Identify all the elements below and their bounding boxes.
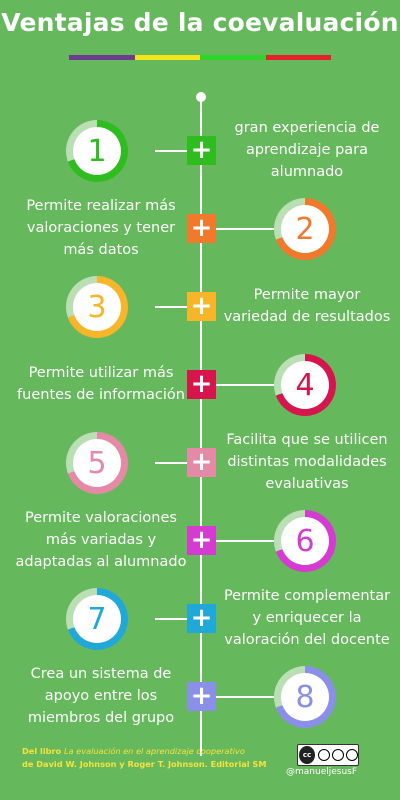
source-citation: Del libro La evaluación en el aprendizaj… [22,745,282,771]
color-bar [69,55,331,60]
author-handle: @manueljesusF [286,767,358,777]
item-description: gran experiencia de aprendizaje para alu… [234,120,380,180]
timeline-axis [200,96,202,756]
color-bar-segment [200,55,266,60]
timeline-item-2: 2 + Permite realizar más valoraciones y te… [0,188,400,268]
item-number: 8 [281,673,329,721]
timeline-item-5: 5 + Facilita que se utilicen distintas mod… [0,422,400,502]
plus-icon: + [187,448,216,477]
timeline-item-4: 4 +Permite utilizar más fuentes de inform… [0,344,400,424]
item-number: 1 [73,127,121,175]
connector-line [216,384,274,386]
item-number: 3 [73,283,121,331]
timeline-axis-start-dot [196,92,206,102]
creative-commons-license-badge: cc [297,744,359,766]
number-circle: 4 [274,354,336,416]
item-description: Permite utilizar más fuentes de informac… [17,365,185,403]
timeline-item-8: 8 + Crea un sistema de apoyo entre los mie… [0,656,400,736]
number-circle: 5 [66,432,128,494]
plus-icon: + [187,526,216,555]
number-circle: 1 [66,120,128,182]
source-prefix: Del libro [22,746,64,756]
sa-icon [346,749,358,761]
number-circle: 2 [274,198,336,260]
timeline-item-1: 1 + gran experiencia de aprendizaje para a… [0,110,400,190]
item-description: Permite realizar más valoraciones y tene… [26,198,176,258]
by-icon [318,749,330,761]
item-number: 5 [73,439,121,487]
plus-icon: + [187,604,216,633]
connector-line [155,306,187,308]
connector-line [216,228,274,230]
number-circle: 7 [66,588,128,650]
timeline-item-7: 7 +Permite complementar y enriquecer la v… [0,578,400,658]
color-bar-segment [69,55,135,60]
plus-icon: + [187,682,216,711]
item-description: Permite valoraciones más variadas y adap… [15,510,187,570]
item-description: Facilita que se utilicen distintas modal… [226,432,388,492]
plus-icon: + [187,292,216,321]
number-circle: 3 [66,276,128,338]
connector-line [155,150,187,152]
color-bar-segment [134,55,200,60]
item-number: 6 [281,517,329,565]
timeline-item-3: 3 +Permite mayor variedad de resultados [0,266,400,346]
item-description: Permite mayor variedad de resultados [223,287,391,325]
plus-icon: + [187,370,216,399]
color-bar-segment [265,55,331,60]
connector-line [216,540,274,542]
connector-line [216,696,274,698]
number-circle: 6 [274,510,336,572]
item-number: 4 [281,361,329,409]
connector-line [155,462,187,464]
source-authors: de David W. Johnson y Roger T. Johnson. … [22,759,267,769]
item-description: Crea un sistema de apoyo entre los miemb… [27,666,175,726]
connector-line [155,618,187,620]
cc-logo-icon: cc [299,746,315,764]
plus-icon: + [187,136,216,165]
item-description: Permite complementar y enriquecer la val… [223,588,391,648]
book-title: La evaluación en el aprendizaje cooperat… [64,746,245,756]
item-number: 7 [73,595,121,643]
item-number: 2 [281,205,329,253]
number-circle: 8 [274,666,336,728]
plus-icon: + [187,214,216,243]
nc-icon [332,749,344,761]
timeline-item-6: 6 +Permite valoraciones más variadas y ad… [0,500,400,580]
page-title: Ventajas de la coevaluación [1,8,399,37]
